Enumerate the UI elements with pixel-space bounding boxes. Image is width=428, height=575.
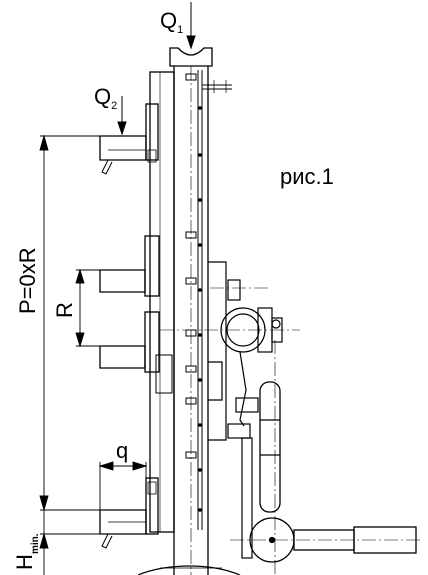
svg-text:H: H [12, 554, 37, 570]
hmin-label: H min. [12, 533, 41, 570]
figure-caption: рис.1 [280, 164, 334, 189]
operating-handle [249, 381, 417, 563]
q2-label: Q2 [94, 84, 117, 112]
base [137, 565, 241, 575]
q-label: q [116, 438, 128, 463]
back-plate [149, 71, 175, 533]
q1-label: Q1 [160, 8, 183, 36]
middle-bracket-lower [99, 311, 160, 373]
guide-rail [197, 70, 232, 530]
dimension-r [75, 268, 100, 348]
top-saddle [169, 47, 213, 67]
lower-arm [99, 477, 159, 549]
linkage [227, 351, 259, 559]
side-bracket [208, 261, 227, 441]
p-formula-label: P=0xR [15, 247, 40, 314]
roller-housing [220, 279, 283, 353]
load-arrow-q1 [186, 2, 196, 50]
r-label: R [52, 302, 77, 318]
main-column [173, 66, 209, 575]
upper-arm [99, 103, 159, 175]
rail-rivets [198, 106, 202, 512]
load-arrow-q2 [117, 96, 127, 136]
dimension-p [39, 134, 100, 512]
centerline-horizontal [160, 287, 420, 575]
dimension-hmin [39, 510, 100, 575]
svg-text:min.: min. [30, 533, 41, 554]
dimension-q [98, 461, 148, 510]
middle-bracket-upper [99, 235, 160, 297]
